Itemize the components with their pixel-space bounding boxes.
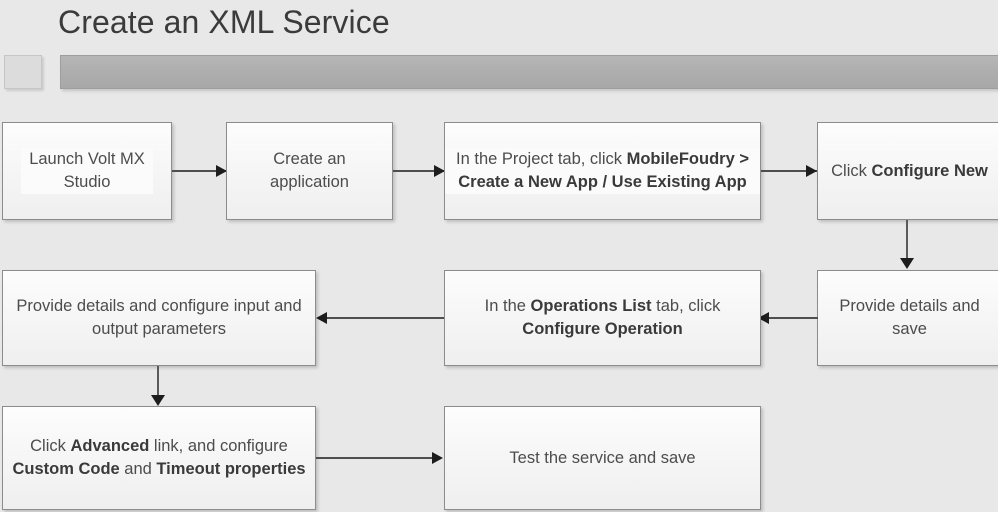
flow-node-advanced-custom-code-timeout[interactable]: Click Advanced link, and configure Custo… — [2, 406, 316, 510]
flow-node-provide-details-and-save[interactable]: Provide details and save — [817, 270, 998, 366]
flow-node-text: Test the service and save — [509, 448, 696, 467]
flow-node-text: In the Project tab, click MobileFoudry >… — [445, 148, 760, 194]
flow-node-click-configure-new[interactable]: Click Configure New — [817, 122, 998, 220]
page-title: Create an XML Service — [58, 4, 390, 40]
flow-node-text: In the Operations List tab, click Config… — [484, 297, 721, 338]
flow-node-project-tab-mobilefoundry[interactable]: In the Project tab, click MobileFoudry >… — [444, 122, 761, 220]
header-banner-bar — [60, 55, 998, 89]
flow-node-text: Provide details and save — [839, 297, 980, 338]
header-swatch-box — [4, 55, 42, 89]
flow-node-text: Provide details and configure input and … — [16, 297, 302, 338]
flow-node-provide-details-configure-parameters[interactable]: Provide details and configure input and … — [2, 270, 316, 366]
flow-node-text: Click Advanced link, and configure Custo… — [12, 437, 306, 478]
flow-node-test-the-service-and-save[interactable]: Test the service and save — [444, 406, 761, 510]
flow-node-text: Click Configure New — [831, 161, 988, 180]
flow-node-operations-list-configure-operation[interactable]: In the Operations List tab, click Config… — [444, 270, 761, 366]
